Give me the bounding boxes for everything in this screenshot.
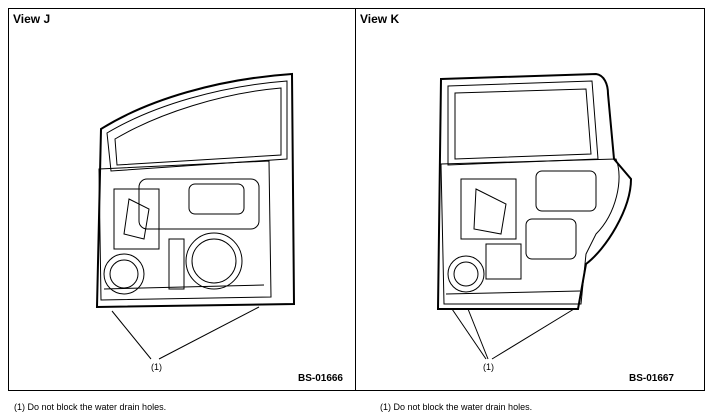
speaker-opening — [185, 232, 243, 290]
window-opening — [447, 80, 599, 166]
view-k-note: (1) Do not block the water drain holes. — [380, 402, 533, 412]
leader-3 — [491, 308, 575, 360]
lower-speaker — [447, 255, 485, 293]
door-outline — [95, 72, 296, 309]
view-j-callout: (1) — [151, 362, 162, 372]
leader-1 — [451, 308, 487, 360]
view-k-callout: (1) — [483, 362, 494, 372]
view-k-code: BS-01667 — [628, 373, 674, 384]
leader-2 — [467, 308, 489, 360]
rear-door-diagram — [436, 72, 633, 360]
inner-bracket — [535, 170, 597, 212]
view-j-code: BS-01666 — [297, 373, 343, 384]
leader-1 — [111, 310, 152, 360]
window-opening — [106, 80, 288, 172]
view-k-title: View K — [360, 12, 400, 26]
inner-bracket — [138, 178, 260, 230]
door-outline — [436, 72, 633, 310]
view-j-panel: View J (1) BS-01666 — [8, 8, 356, 391]
lower-speaker — [103, 253, 145, 295]
view-j-title: View J — [13, 12, 51, 26]
view-k-panel: View K (1) BS-01667 — [355, 8, 705, 391]
leader-2 — [158, 306, 260, 360]
front-door-diagram — [95, 72, 296, 360]
view-j-note: (1) Do not block the water drain holes. — [14, 402, 167, 412]
inner-panel — [440, 158, 620, 305]
inner-panel — [98, 160, 272, 301]
